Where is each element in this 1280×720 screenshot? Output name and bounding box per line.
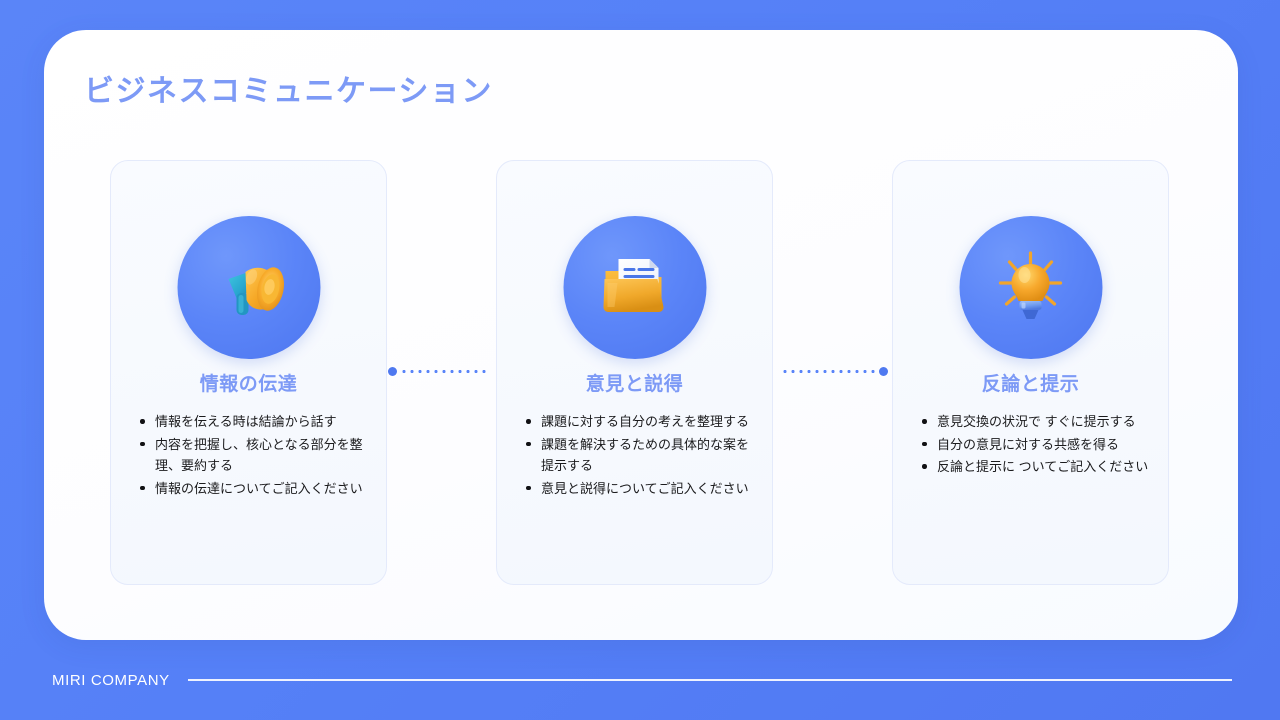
info-card-1[interactable]: 情報の伝達 情報を伝える時は結論から話す 内容を把握し、核心となる部分を整理、要… [110, 160, 387, 585]
footer: MIRI COMPANY [52, 668, 1232, 692]
megaphone-3d-icon [177, 216, 320, 359]
lightbulb-3d-icon [959, 216, 1102, 359]
connector-dot-icon [879, 366, 888, 376]
page-title: ビジネスコミュニケーション [84, 75, 493, 108]
card-heading-2: 意見と説得 [585, 374, 684, 395]
info-card-2[interactable]: 意見と説得 課題に対する自分の考えを整理する 課題を解決するための具体的な案を提… [496, 160, 773, 585]
connector-dotted-line [400, 369, 489, 373]
list-item: 自分の意見に対する共感を得る [922, 434, 1156, 456]
connector-dotted-line [781, 369, 876, 373]
list-item: 課題に対する自分の考えを整理する [526, 411, 760, 433]
connector-2 [778, 365, 888, 377]
list-item: 意見交換の状況で すぐに提示する [922, 411, 1156, 433]
list-item: 情報の伝達についてご記入ください [140, 478, 374, 500]
connector-dot-icon [388, 366, 397, 376]
folder-document-3d-icon [563, 216, 706, 359]
card-bullets-1: 情報を伝える時は結論から話す 内容を把握し、核心となる部分を整理、要約する 情報… [133, 411, 374, 500]
connector-1 [388, 365, 492, 377]
card-heading-1: 情報の伝達 [199, 374, 298, 395]
list-item: 内容を把握し、核心となる部分を整理、要約する [140, 434, 374, 477]
list-item: 意見と説得についてご記入ください [526, 478, 760, 500]
list-item: 課題を解決するための具体的な案を提示する [526, 434, 760, 477]
footer-brand: MIRI COMPANY [52, 671, 170, 689]
card-heading-3: 反論と提示 [981, 374, 1080, 395]
list-item: 情報を伝える時は結論から話す [140, 411, 374, 433]
list-item: 反論と提示に ついてご記入ください [922, 456, 1156, 478]
card-bullets-2: 課題に対する自分の考えを整理する 課題を解決するための具体的な案を提示する 意見… [519, 411, 760, 500]
footer-divider [187, 679, 1232, 681]
card-bullets-3: 意見交換の状況で すぐに提示する 自分の意見に対する共感を得る 反論と提示に つ… [915, 411, 1156, 479]
info-card-3[interactable]: 反論と提示 意見交換の状況で すぐに提示する 自分の意見に対する共感を得る 反論… [892, 160, 1169, 585]
